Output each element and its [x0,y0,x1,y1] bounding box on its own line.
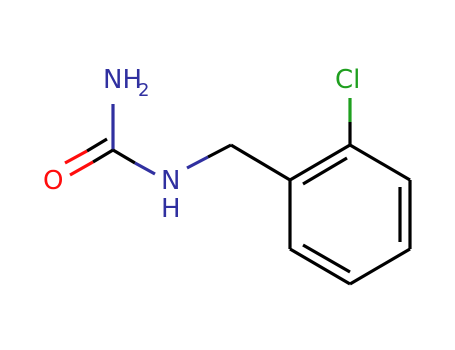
bond-amide-nitrogen-to-methylene-b [207,143,232,159]
amine-nitrogen-label: NH [103,65,142,95]
bond-carbonyl-oxygen-1b [69,160,94,177]
bond-methylene-to-ring [230,143,291,182]
amide-nitrogen-label: N [161,166,180,196]
bond-carbonyl-oxygen-2a [86,137,108,153]
atom-labels: NH 2 O N H Cl [43,65,360,224]
ring-inner-double-1 [302,156,348,186]
chlorine-label: Cl [335,65,360,95]
ring-bond-5 [289,247,351,286]
amine-nitrogen-subscript: 2 [138,80,149,101]
ring-inner-double-3 [302,243,351,274]
ring-bond-2 [349,143,411,182]
carbonyl-oxygen-label: O [43,166,63,196]
bond-amide-nitrogen-to-methylene-a [186,155,209,170]
bond-carbonyl-to-amide-nitrogen-a [112,148,136,165]
bond-carbonyl-to-amide-nitrogen-b [134,161,156,176]
bond-carbonyl-oxygen-1a [92,148,114,164]
bond-carbonyl-oxygen-2b [64,149,88,165]
ring-bond-4 [349,247,411,286]
bonds [64,98,412,286]
ring-bond-1 [289,143,351,182]
amide-hydrogen-label: H [161,194,181,224]
